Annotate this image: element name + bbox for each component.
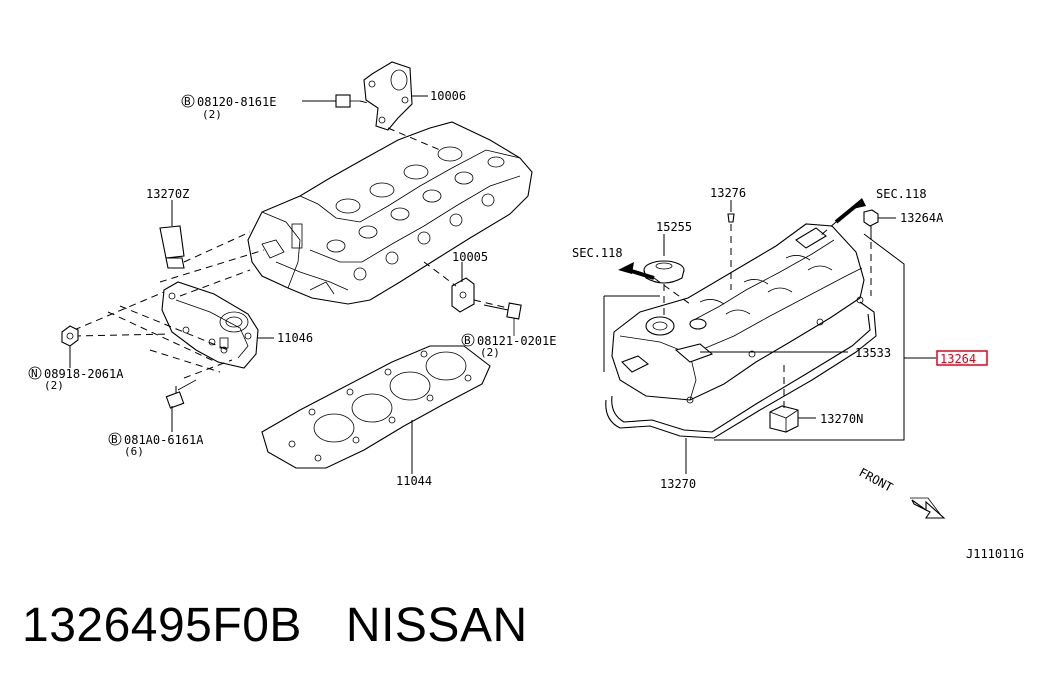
label-13264[interactable]: 13264: [940, 352, 976, 366]
marker-b-081a0: B: [108, 432, 122, 446]
label-13270n[interactable]: 13270N: [820, 412, 863, 426]
label-13270[interactable]: 13270: [660, 477, 696, 491]
qty-081a0: (6): [124, 445, 144, 458]
marker-b-08121: B: [461, 333, 475, 347]
label-13270z[interactable]: 13270Z: [146, 187, 189, 201]
label-sec118-right[interactable]: SEC.118: [876, 187, 927, 201]
bracket-10006: [363, 61, 413, 131]
label-081a0-6161a[interactable]: 081A0-6161A: [124, 433, 204, 447]
sec118-left-arrow: [618, 262, 655, 280]
bracket-10005: [451, 262, 475, 313]
label-08918-2061a[interactable]: 08918-2061A: [44, 367, 124, 381]
diagram-code: J111011G: [966, 547, 1024, 561]
cylinder-head-drawing: [247, 121, 533, 305]
label-15255[interactable]: 15255: [656, 220, 692, 234]
svg-text:N: N: [31, 367, 38, 380]
gasket-11044: [261, 345, 491, 469]
front-arrow: [910, 497, 946, 519]
marker-n-08918: N: [28, 366, 42, 380]
label-10005[interactable]: 10005: [452, 250, 488, 264]
part-13270z: [159, 200, 185, 269]
label-13264a[interactable]: 13264A: [900, 211, 944, 225]
label-sec118-left[interactable]: SEC.118: [572, 246, 623, 260]
bolt-08120: [302, 94, 360, 108]
clip-13276: [727, 200, 735, 223]
part-number: 1326495F0B: [22, 599, 302, 652]
part-13270n: [769, 405, 816, 433]
filler-cap-15255: [643, 234, 685, 284]
callout-labels: 10006 08120-8161E (2) 13270Z 10005 08121…: [44, 89, 1024, 561]
brand-name: NISSAN: [345, 599, 528, 652]
rocker-cover-drawing: [611, 223, 865, 404]
qty-08121: (2): [480, 346, 500, 359]
label-13533[interactable]: 13533: [855, 346, 891, 360]
nut-08918: [61, 325, 79, 368]
svg-text:B: B: [111, 433, 118, 446]
svg-text:B: B: [464, 334, 471, 347]
label-front: FRONT: [857, 465, 895, 494]
highlight-box-13264: [936, 350, 988, 366]
sec118-right-arrow: [834, 198, 866, 224]
label-10006[interactable]: 10006: [430, 89, 466, 103]
label-08121-0201e[interactable]: 08121-0201E: [477, 334, 556, 348]
cover-11046: [161, 281, 259, 369]
qty-08918: (2): [44, 379, 64, 392]
footer-caption: 1326495F0B NISSAN: [22, 598, 528, 653]
reference-frame: [603, 233, 936, 441]
svg-text:B: B: [184, 95, 191, 108]
marker-b-08120: B: [181, 94, 195, 108]
bolt-08121: [483, 302, 522, 336]
rocker-gasket-13270: [605, 301, 877, 439]
label-11044[interactable]: 11044: [396, 474, 432, 488]
bolt-13264a: [863, 209, 896, 240]
label-13276[interactable]: 13276: [710, 186, 746, 200]
qty-08120: (2): [202, 108, 222, 121]
label-08120-8161e[interactable]: 08120-8161E: [197, 95, 276, 109]
label-11046[interactable]: 11046: [277, 331, 313, 345]
bolt-081a0: [165, 379, 197, 432]
assembly-dash-lines: [73, 249, 265, 396]
